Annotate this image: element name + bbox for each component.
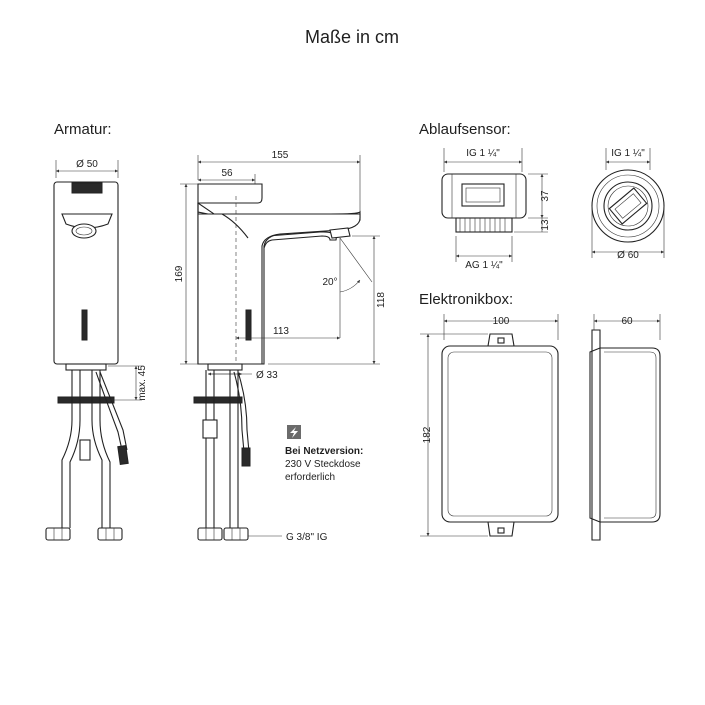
dim-width-head: 56	[221, 168, 233, 179]
power-note: Bei Netzversion: 230 V Steckdose erforde…	[285, 425, 363, 483]
note-line-3: erforderlich	[285, 472, 335, 483]
dim-height-total: 169	[174, 265, 185, 282]
dim-thread-top: IG 1 ¼"	[466, 147, 500, 159]
section-armatur: Armatur:	[54, 121, 112, 138]
dim-thread-bottom: AG 1 ¼"	[465, 259, 503, 271]
dim-spout-reach: 113	[273, 326, 289, 337]
ablaufsensor-top-view: IG 1 ¼" Ø 60	[591, 147, 665, 261]
section-ablaufsensor: Ablaufsensor:	[419, 121, 511, 138]
dim-thread-round: IG 1 ¼"	[611, 147, 645, 159]
dim-max-hole: max. 45	[137, 365, 148, 401]
dim-diameter-base: Ø 33	[256, 370, 278, 381]
note-line-1: Bei Netzversion:	[285, 446, 363, 457]
ablaufsensor-side-view: IG 1 ¼" 37 13 AG 1 ¼"	[441, 147, 551, 271]
dim-width-total: 155	[272, 150, 289, 161]
dim-box-height: 182	[422, 426, 433, 443]
dim-box-width: 100	[493, 316, 510, 327]
dim-connection: G 3/8" IG	[286, 532, 328, 543]
dim-height-1: 37	[540, 190, 551, 202]
dim-height-spout: 118	[376, 292, 387, 308]
dim-box-depth: 60	[621, 316, 633, 327]
dim-angle: 20°	[322, 277, 337, 288]
section-elektronikbox: Elektronikbox:	[419, 291, 513, 308]
dim-diameter-top: Ø 50	[76, 159, 98, 170]
armatur-side-view: 155 56 169 118 20° 113	[174, 150, 387, 543]
dim-diameter: Ø 60	[617, 250, 639, 261]
elektronikbox-front-view: 100 182	[420, 314, 559, 537]
dim-height-2: 13	[540, 219, 551, 231]
armatur-front-view: Ø 50 max. 45	[45, 159, 148, 541]
note-line-2: 230 V Steckdose	[285, 459, 361, 470]
elektronikbox-side-view: 60	[589, 314, 661, 541]
page-title: Maße in cm	[305, 27, 399, 47]
